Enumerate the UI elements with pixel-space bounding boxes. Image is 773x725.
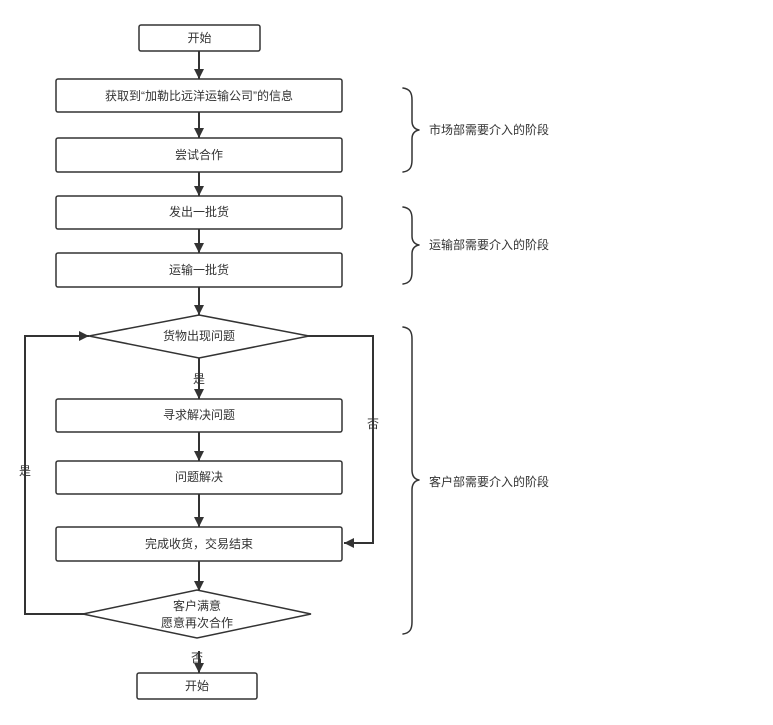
end-node: 开始: [136, 672, 258, 700]
marketing-phase-label: 市场部需要介入的阶段: [429, 122, 549, 137]
arrow-issue-no-to-complete: [308, 335, 374, 548]
get-info-node-label: 获取到“加勒比远洋运输公司”的信息: [105, 88, 293, 103]
send-batch-node: 发出一批货: [55, 195, 343, 230]
repeat-no-label: 否: [191, 651, 203, 665]
customer-phase-label: 客户部需要介入的阶段: [429, 474, 549, 489]
marketing-phase-brace: [402, 87, 420, 173]
satisfied-label-line1: 客户满意: [173, 598, 221, 613]
end-node-label: 开始: [185, 679, 209, 693]
send-batch-node-label: 发出一批货: [169, 204, 229, 219]
trial-node: 尝试合作: [55, 137, 343, 173]
transport-batch-node: 运输一批货: [55, 252, 343, 288]
trial-node-label: 尝试合作: [175, 147, 223, 162]
seek-solution-node-label: 寻求解决问题: [163, 408, 235, 422]
issue-yes-label: 是: [193, 372, 205, 386]
transport-phase-label: 运输部需要介入的阶段: [429, 237, 549, 252]
cargo-issue-label: 货物出现问题: [163, 328, 235, 343]
get-info-node: 获取到“加勒比远洋运输公司”的信息: [55, 78, 343, 113]
start-node: 开始: [138, 24, 261, 52]
start-node-label: 开始: [187, 31, 211, 45]
complete-node-label: 完成收货，交易结束: [145, 536, 253, 551]
complete-node: 完成收货，交易结束: [55, 526, 343, 562]
transport-phase-brace: [402, 206, 420, 285]
issue-no-label: 否: [367, 417, 379, 431]
customer-phase-brace: [402, 326, 420, 635]
repeat-yes-label: 是: [19, 464, 31, 478]
problem-solved-node: 问题解决: [55, 460, 343, 495]
satisfied-label-line2: 愿意再次合作: [161, 615, 233, 630]
cargo-issue-decision: 货物出现问题: [88, 314, 310, 359]
problem-solved-node-label: 问题解决: [175, 470, 223, 484]
seek-solution-node: 寻求解决问题: [55, 398, 343, 433]
customer-satisfied-decision: 客户满意 愿意再次合作: [82, 589, 312, 639]
arrow-satisfied-yes-loop: [24, 331, 89, 615]
transport-batch-node-label: 运输一批货: [169, 262, 229, 277]
